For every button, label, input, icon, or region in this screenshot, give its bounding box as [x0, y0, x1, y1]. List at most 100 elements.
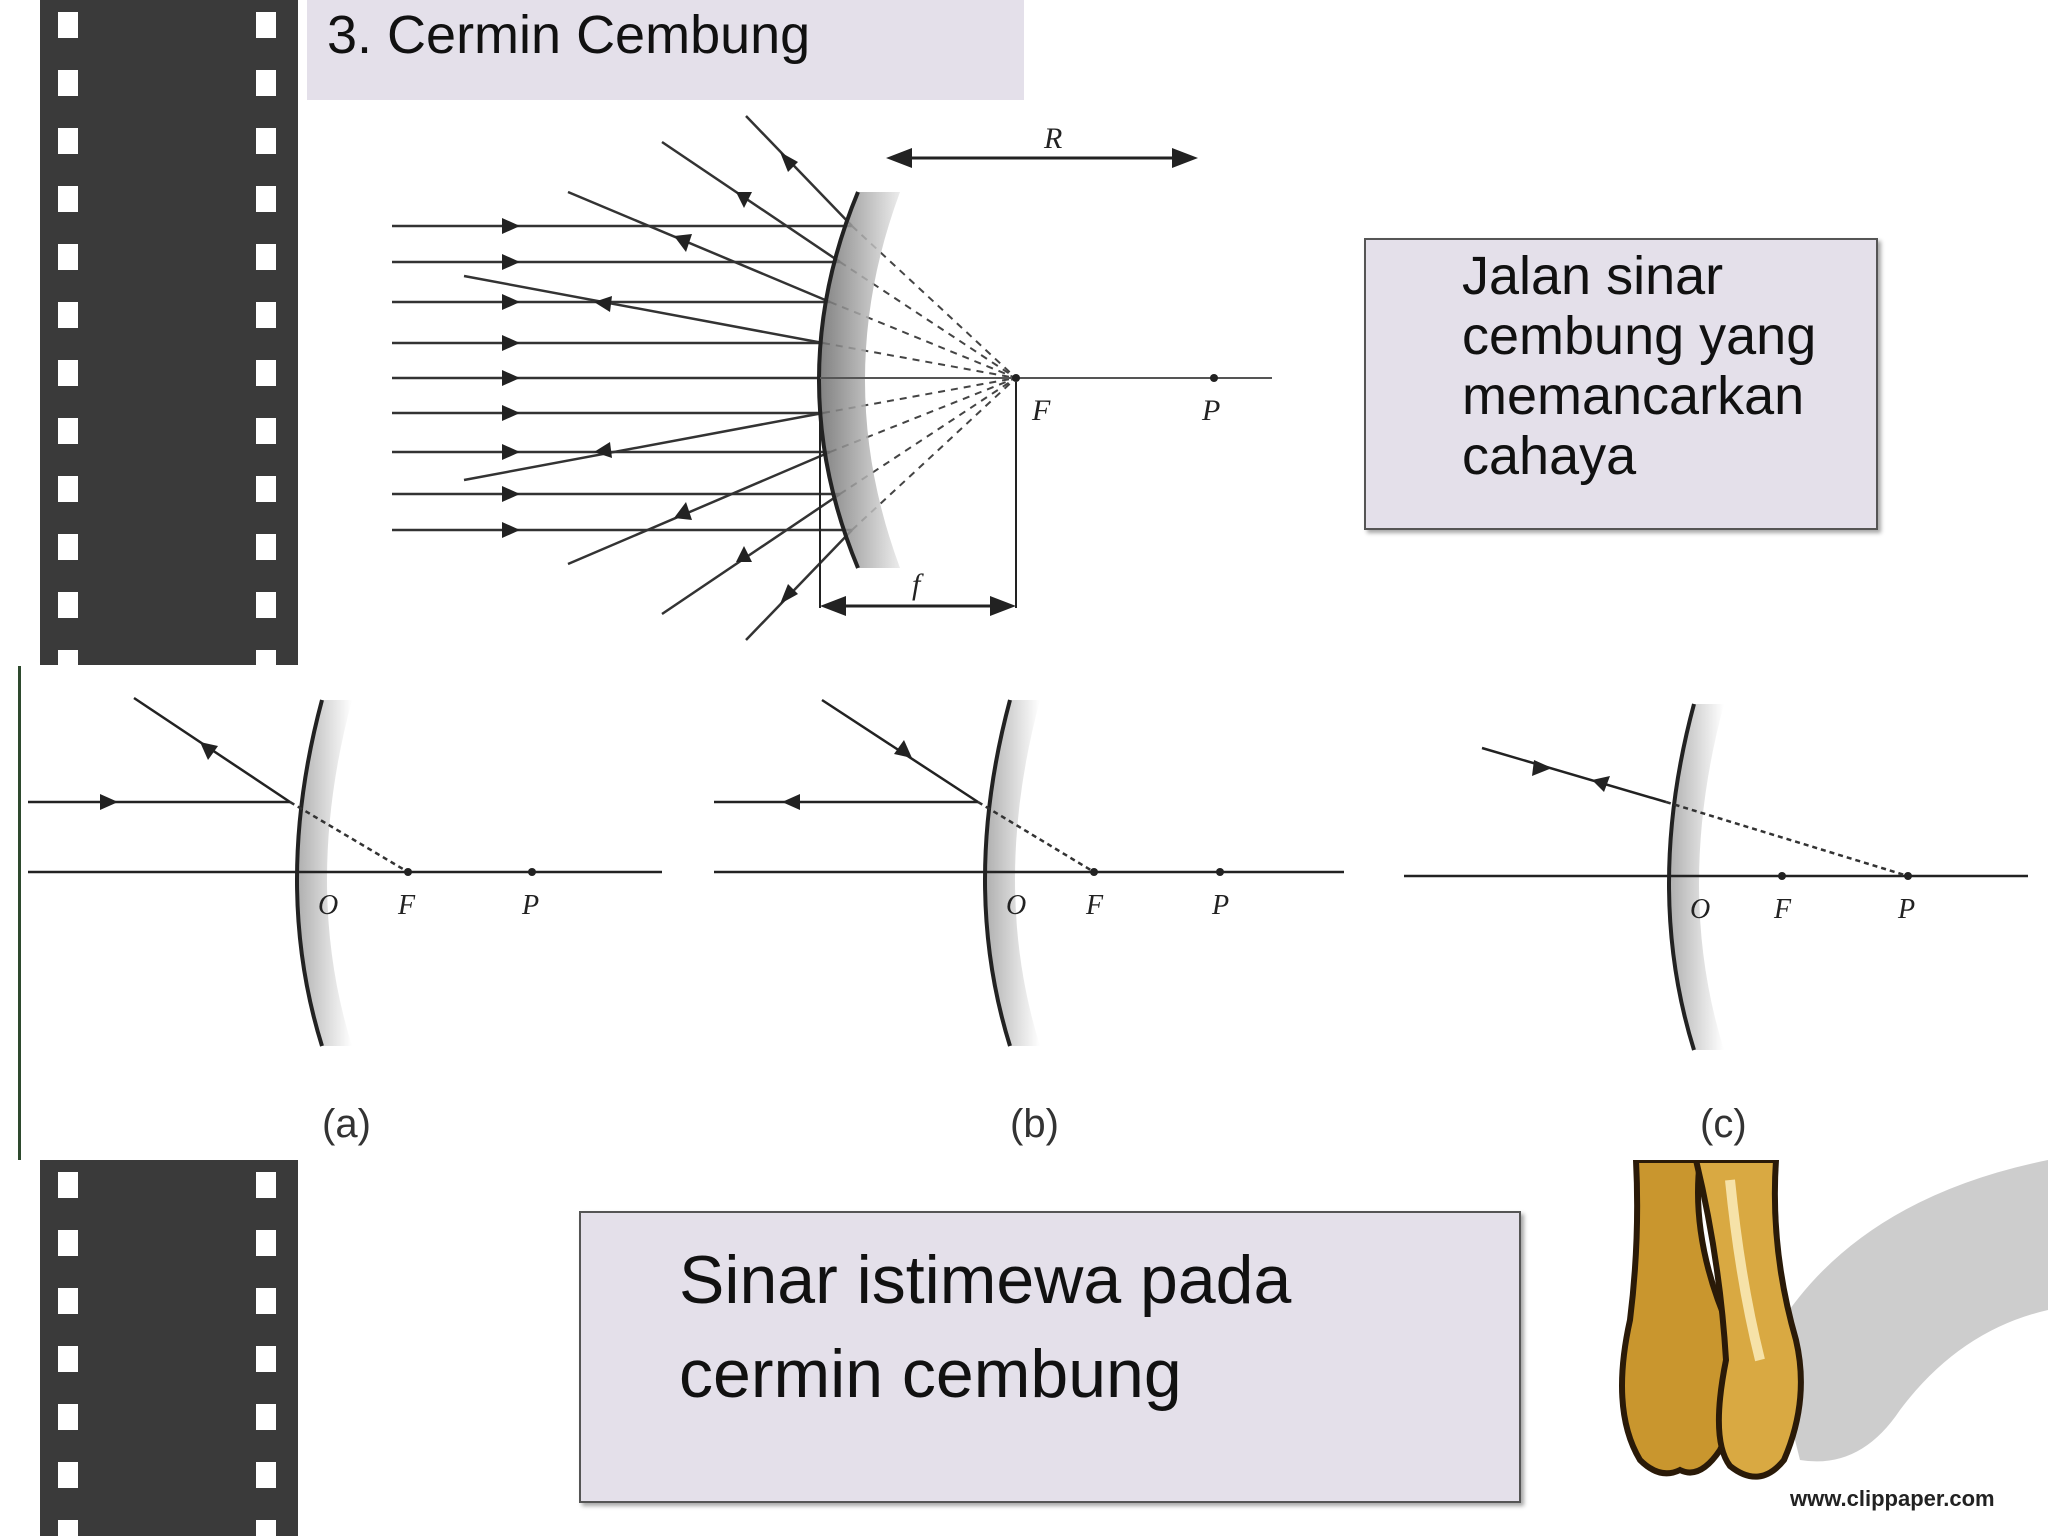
film-hole — [58, 12, 78, 38]
radius-arrowhead-left — [886, 148, 912, 168]
film-hole — [256, 1404, 276, 1430]
film-hole — [58, 1288, 78, 1314]
panel-a-mirror — [295, 699, 324, 1047]
panel-c-reflected-arrowhead — [1592, 776, 1610, 792]
film-hole — [58, 418, 78, 444]
film-hole — [58, 128, 78, 154]
label-P: P — [1201, 394, 1220, 427]
reflected-rays — [463, 115, 853, 641]
film-hole — [256, 476, 276, 502]
panel-a-virtual-ray — [289, 800, 409, 874]
film-hole — [256, 1172, 276, 1198]
panel-a-label-P: P — [521, 890, 539, 921]
label-f: f — [912, 568, 924, 601]
panel-b-mirror — [983, 699, 1012, 1047]
panel-b-label-P: P — [1211, 890, 1229, 921]
panel-a-center-dot — [528, 868, 536, 876]
film-hole — [256, 1346, 276, 1372]
panel-b-label-O: O — [1006, 890, 1026, 921]
panel-c-caption: (c) — [1700, 1102, 1747, 1146]
film-strip-holes-bottom — [58, 1172, 276, 1536]
panel-b-focus-dot — [1090, 868, 1098, 876]
film-hole — [58, 1346, 78, 1372]
film-hole — [256, 650, 276, 665]
film-hole — [256, 12, 276, 38]
callout-special-rays-text: Sinar istimewa pada cermin cembung — [679, 1242, 1292, 1412]
film-hole — [256, 418, 276, 444]
film-hole — [256, 534, 276, 560]
panel-c: O F P — [1404, 703, 2028, 1051]
panel-c-mirror — [1667, 703, 1696, 1051]
film-hole — [256, 128, 276, 154]
film-hole — [58, 360, 78, 386]
film-hole — [58, 1172, 78, 1198]
film-hole — [58, 650, 78, 665]
panel-c-label-O: O — [1690, 894, 1710, 925]
film-hole — [58, 1404, 78, 1430]
center-point — [1210, 374, 1218, 382]
film-hole — [58, 1520, 78, 1536]
watermark-text: www.clippaper.com — [1790, 1486, 1995, 1511]
film-hole — [256, 1288, 276, 1314]
panel-c-center-dot — [1904, 872, 1912, 880]
panel-c-label-F: F — [1773, 894, 1792, 925]
film-hole — [58, 1230, 78, 1256]
clipart-pin-left — [1619, 1160, 1741, 1477]
panel-a: O F P — [28, 696, 662, 1047]
label-R: R — [1043, 122, 1062, 155]
panel-border-left — [18, 666, 21, 1160]
focus-point — [1012, 374, 1020, 382]
film-hole — [58, 302, 78, 328]
page-title: 3. Cermin Cembung — [327, 5, 811, 65]
panel-c-virtual-ray — [1665, 800, 1909, 878]
film-hole — [256, 1230, 276, 1256]
panel-b-caption: (b) — [1010, 1102, 1059, 1146]
film-hole — [256, 592, 276, 618]
film-strip-bottom — [40, 1160, 298, 1536]
convex-mirror-shading — [819, 192, 900, 568]
film-hole — [58, 476, 78, 502]
incident-rays — [392, 224, 852, 532]
film-hole — [256, 1520, 276, 1536]
panel-c-label-P: P — [1897, 894, 1915, 925]
film-strip-top — [40, 0, 298, 665]
film-hole — [256, 70, 276, 96]
film-hole — [256, 244, 276, 270]
panel-b: O F P — [714, 698, 1344, 1047]
film-hole — [58, 244, 78, 270]
radius-arrowhead-right — [1172, 148, 1198, 168]
label-F: F — [1031, 394, 1051, 427]
panel-b-center-dot — [1216, 868, 1224, 876]
clipart-shadow — [1770, 1160, 2048, 1462]
film-hole — [256, 186, 276, 212]
panel-b-reflected-arrowhead — [782, 794, 800, 810]
callout-special-rays: Sinar istimewa pada cermin cembung — [579, 1211, 1521, 1503]
callout-ray-description: Jalan sinar cembung yang memancarkan cah… — [1364, 238, 1878, 530]
focal-arrowhead-right — [990, 596, 1016, 616]
film-strip-holes — [58, 12, 276, 665]
panel-a-focus-dot — [404, 868, 412, 876]
panel-b-virtual-ray — [977, 800, 1095, 874]
film-hole — [256, 1462, 276, 1488]
film-hole — [58, 186, 78, 212]
reflected-arrowheads — [594, 152, 798, 604]
panel-a-reflected-arrowhead — [200, 742, 218, 760]
panel-a-incident-arrowhead — [100, 794, 118, 810]
panel-b-incident-arrowhead — [894, 740, 912, 758]
panel-c-focus-dot — [1778, 872, 1786, 880]
film-hole — [58, 534, 78, 560]
focal-arrowhead-left — [820, 596, 846, 616]
callout-ray-description-text: Jalan sinar cembung yang memancarkan cah… — [1462, 246, 1817, 486]
special-rays-panels: O F P O F P O F P — [28, 696, 2028, 1051]
film-hole — [58, 1462, 78, 1488]
convex-mirror-ray-diagram: F P R f — [392, 115, 1272, 641]
film-hole — [58, 70, 78, 96]
panel-b-label-F: F — [1085, 890, 1104, 921]
bowling-pin-clipart — [1619, 1160, 2048, 1480]
panel-a-label-O: O — [318, 890, 338, 921]
panel-c-ray — [1481, 746, 1667, 804]
title-banner: 3. Cermin Cembung — [307, 0, 1024, 100]
clipart-highlight — [1725, 1179, 1765, 1362]
incident-arrowheads — [502, 218, 520, 538]
film-hole — [256, 302, 276, 328]
